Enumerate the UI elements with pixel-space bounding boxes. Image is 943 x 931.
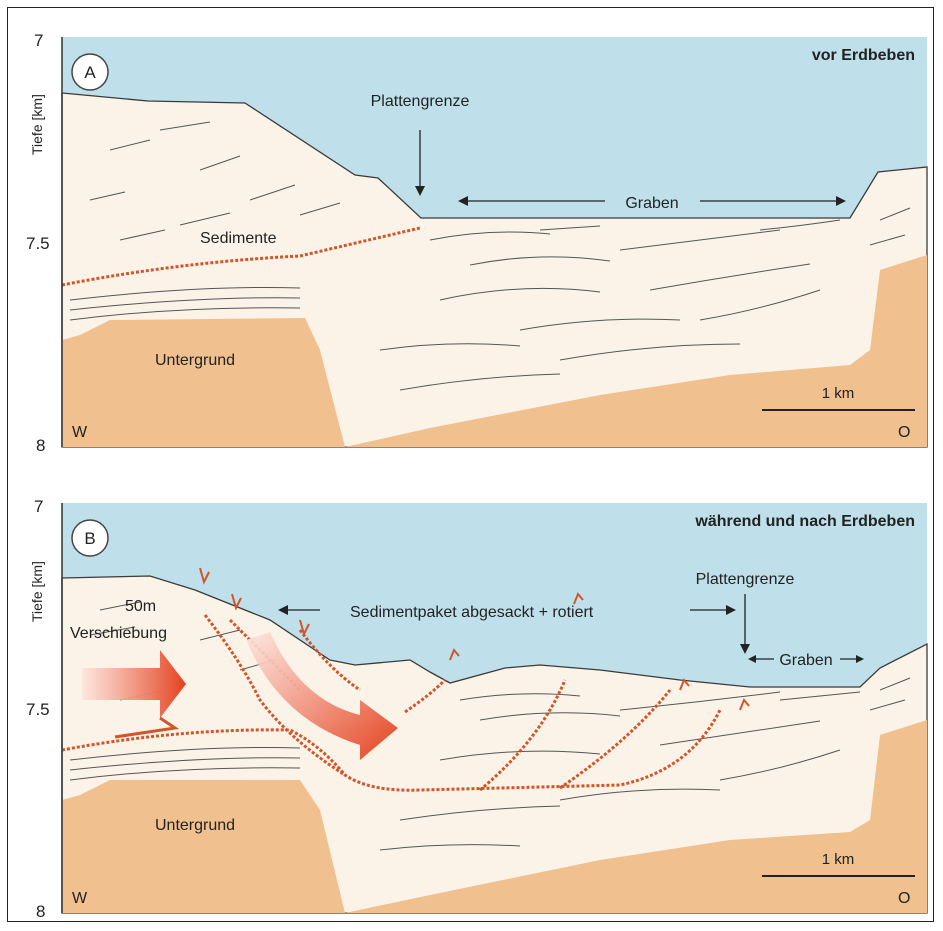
panel-a-scale-label: 1 km bbox=[822, 385, 855, 402]
panel-b-graben: Graben bbox=[779, 652, 832, 669]
panel-b-west: W bbox=[72, 890, 88, 907]
panel-a-plate-boundary: Plattengrenze bbox=[371, 93, 470, 110]
panel-a-west: W bbox=[72, 424, 88, 441]
panel-b-depth-8: 8 bbox=[36, 902, 45, 921]
panel-b-depth-7-5: 7.5 bbox=[26, 700, 50, 719]
panel-a-east: O bbox=[898, 424, 910, 441]
panel-b-title: während und nach Erdbeben bbox=[694, 513, 915, 530]
panel-b-displacement-amount: 50m bbox=[125, 598, 156, 615]
panel-a-graben: Graben bbox=[625, 195, 678, 212]
panel-b-letter: B bbox=[84, 529, 95, 548]
panel-a: 7 7.5 8 Tiefe [km] A vor Erdbeben Platte… bbox=[26, 31, 927, 455]
panel-a-depth-7-5: 7.5 bbox=[26, 234, 50, 253]
panel-b-scale-label: 1 km bbox=[822, 851, 855, 868]
panel-a-title: vor Erdbeben bbox=[812, 47, 915, 64]
panel-b-depth-7: 7 bbox=[34, 497, 43, 516]
panel-a-depth-8: 8 bbox=[36, 436, 45, 455]
panel-a-sediments-label: Sedimente bbox=[200, 230, 277, 247]
panel-a-bedrock-west bbox=[62, 318, 345, 447]
panel-b-sediment-package: Sedimentpaket abgesackt + rotiert bbox=[350, 604, 594, 621]
panel-b-axis-label: Tiefe [km] bbox=[29, 561, 45, 622]
panel-b-bedrock-west bbox=[62, 780, 345, 913]
panel-b: 7 7.5 8 Tiefe [km] B während und nach Er… bbox=[26, 497, 927, 921]
panel-a-basement-label: Untergrund bbox=[155, 352, 235, 369]
panel-a-depth-7: 7 bbox=[34, 31, 43, 50]
panel-a-letter: A bbox=[84, 63, 96, 82]
panel-a-axis-label: Tiefe [km] bbox=[29, 94, 45, 155]
panel-b-displacement-word: Verschiebung bbox=[70, 625, 167, 642]
panel-b-plate-boundary: Plattengrenze bbox=[696, 571, 795, 588]
panel-b-east: O bbox=[898, 890, 910, 907]
panel-b-basement-label: Untergrund bbox=[155, 817, 235, 834]
